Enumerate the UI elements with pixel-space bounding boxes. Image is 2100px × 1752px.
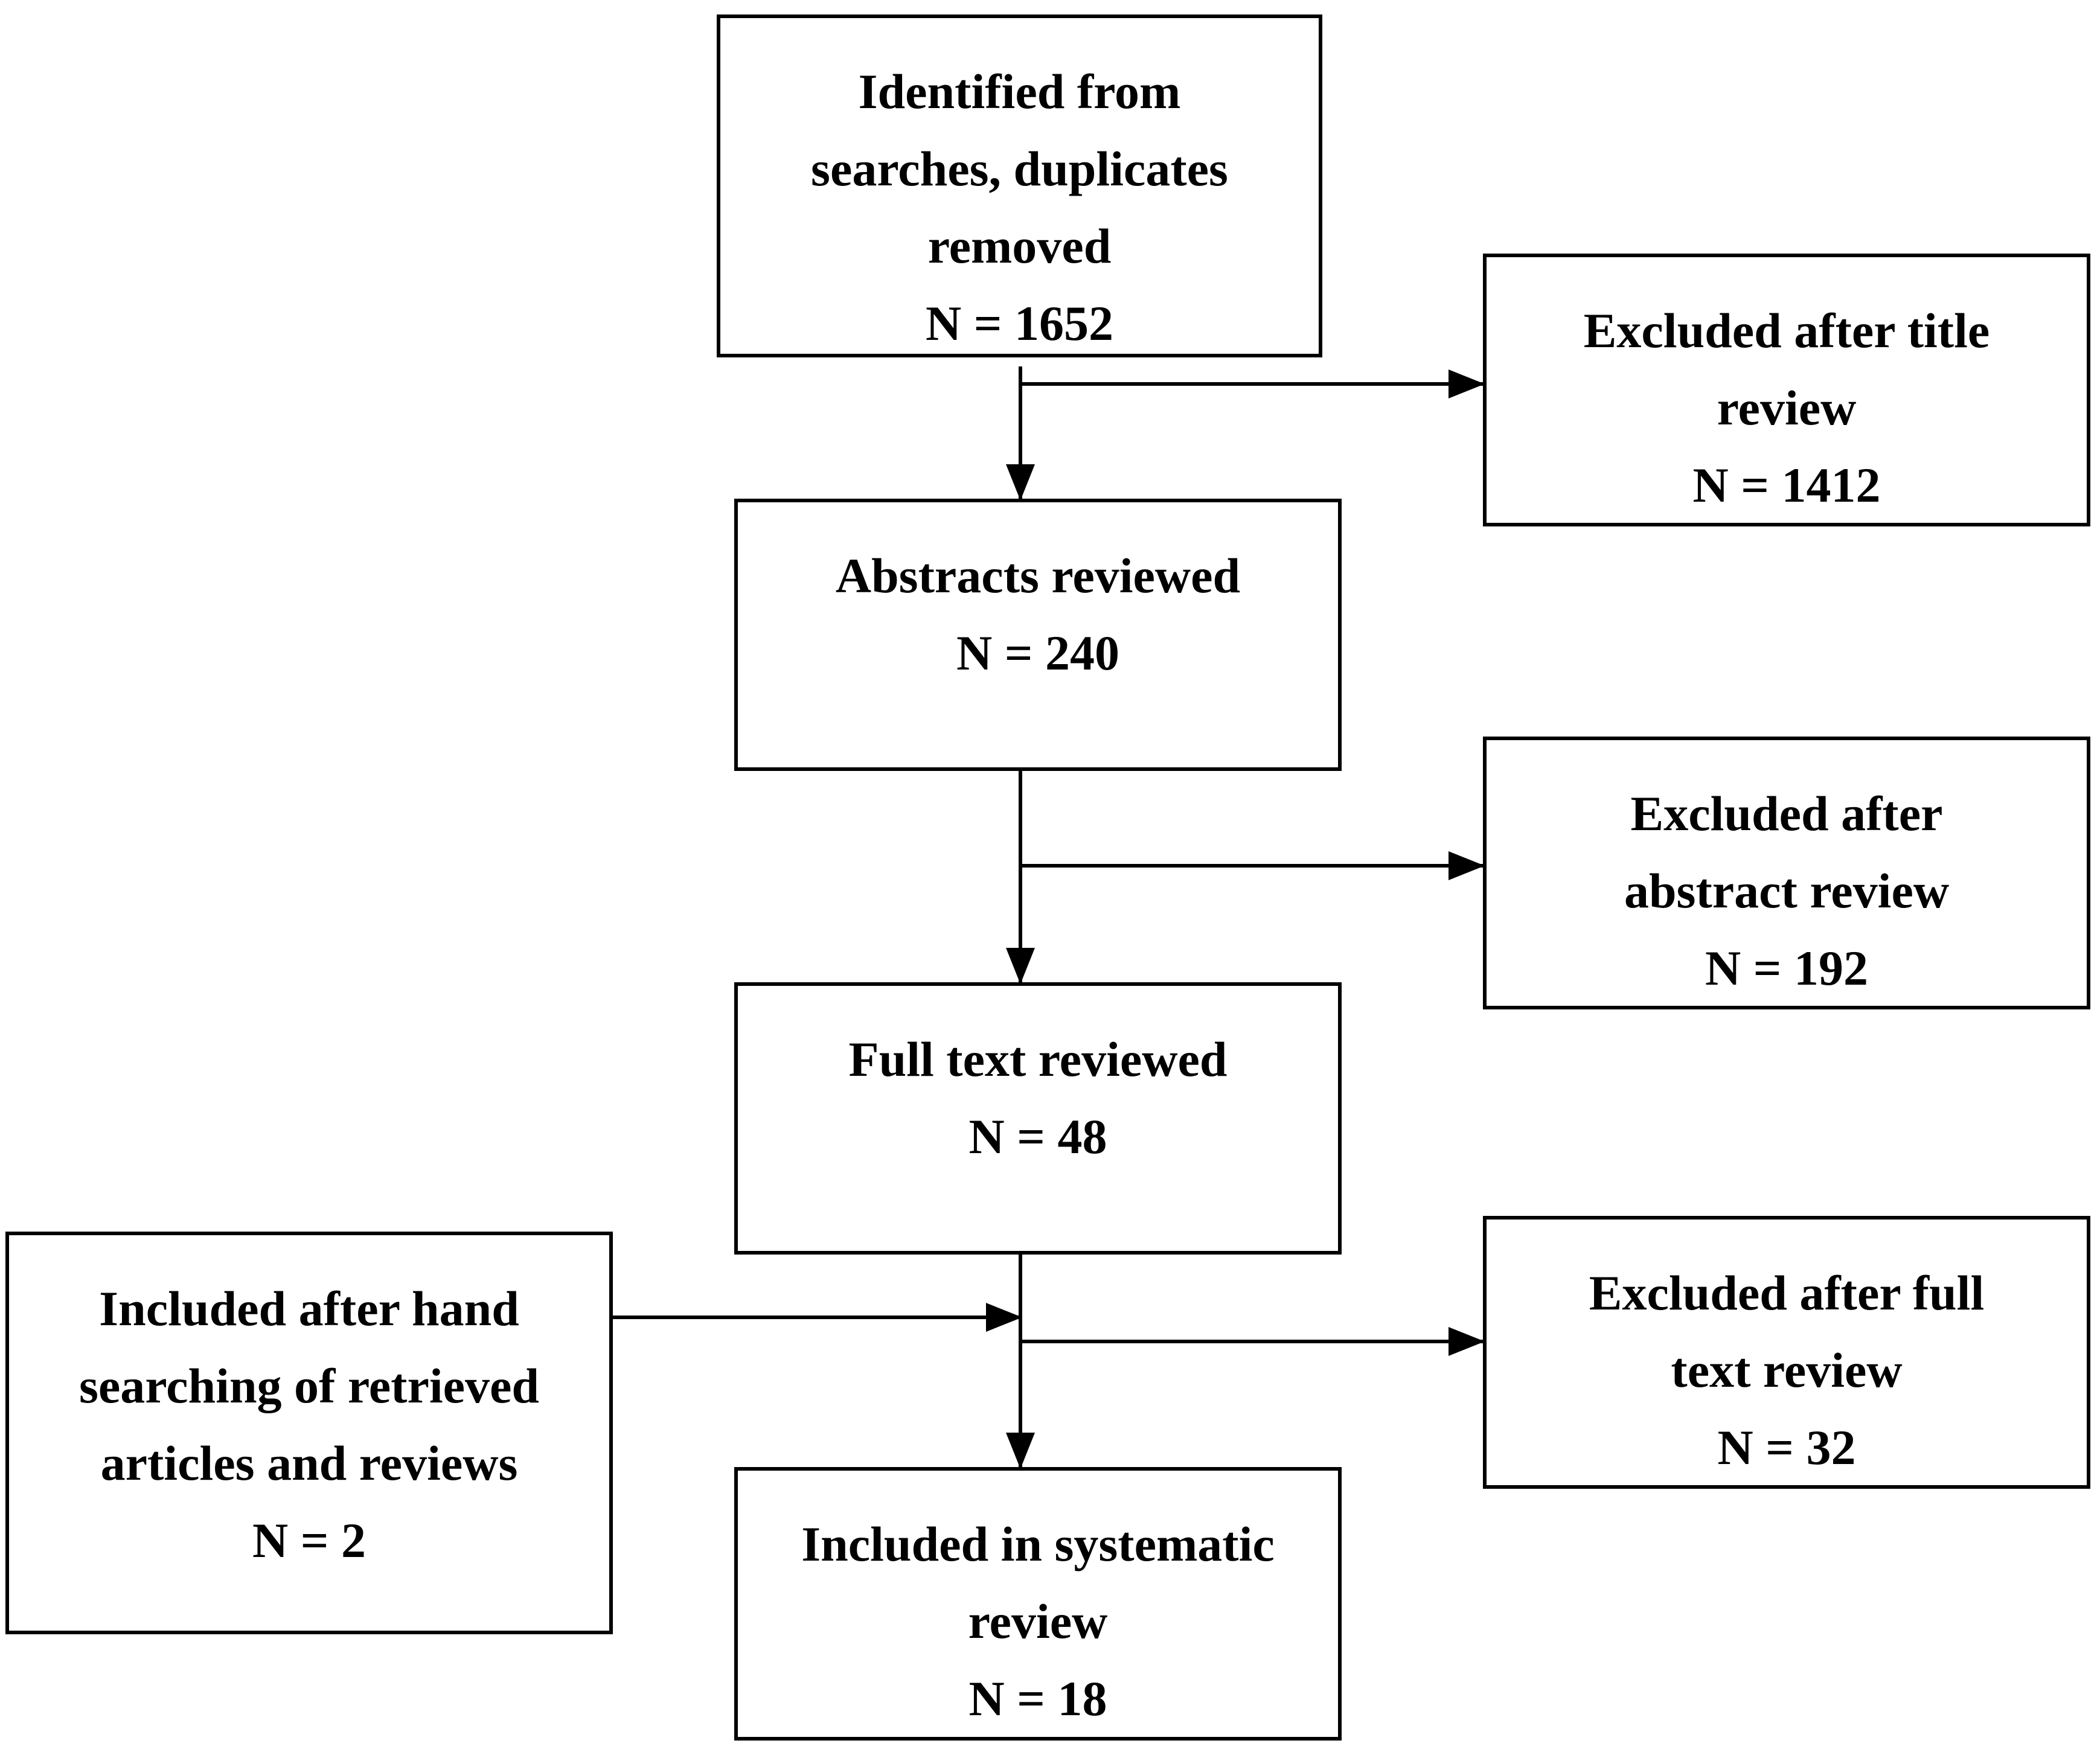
included-box: Included in systematic review N = 18 (734, 1467, 1342, 1741)
fulltext-count: N = 48 (968, 1109, 1107, 1164)
hand-search-count: N = 2 (252, 1513, 366, 1568)
identified-line: Identified from (858, 64, 1181, 119)
identified-line: searches, duplicates (811, 141, 1228, 196)
excluded-abstract-line: abstract review (1624, 863, 1950, 918)
excluded-fulltext-count: N = 32 (1717, 1420, 1856, 1475)
abstracts-box: Abstracts reviewed N = 240 (734, 499, 1342, 771)
abstracts-count: N = 240 (956, 625, 1119, 680)
abstracts-line: Abstracts reviewed (835, 548, 1241, 603)
excluded-fulltext-box: Excluded after full text review N = 32 (1483, 1216, 2090, 1489)
included-line: Included in systematic (801, 1517, 1275, 1571)
excluded-title-box: Excluded after title review N = 1412 (1483, 254, 2090, 526)
excluded-abstract-box: Excluded after abstract review N = 192 (1483, 737, 2090, 1009)
included-count: N = 18 (968, 1671, 1107, 1726)
hand-search-line: Included after hand (99, 1281, 519, 1336)
excluded-title-line: review (1717, 380, 1857, 435)
hand-search-line: articles and reviews (100, 1436, 518, 1491)
excluded-fulltext-line: Excluded after full (1589, 1265, 1985, 1320)
hand-search-line: searching of retrieved (78, 1358, 540, 1413)
excluded-title-count: N = 1412 (1692, 458, 1881, 513)
fulltext-box: Full text reviewed N = 48 (734, 982, 1342, 1255)
excluded-fulltext-line: text review (1671, 1343, 1903, 1398)
identified-count: N = 1652 (926, 296, 1113, 351)
fulltext-line: Full text reviewed (848, 1032, 1228, 1087)
excluded-abstract-line: Excluded after (1630, 786, 1943, 841)
identified-box: Identified from searches, duplicates rem… (717, 14, 1322, 357)
excluded-abstract-count: N = 192 (1705, 941, 1868, 996)
hand-search-box: Included after hand searching of retriev… (5, 1232, 613, 1634)
excluded-title-line: Excluded after title (1583, 303, 1990, 358)
identified-line: removed (927, 219, 1112, 273)
included-line: review (968, 1594, 1108, 1649)
